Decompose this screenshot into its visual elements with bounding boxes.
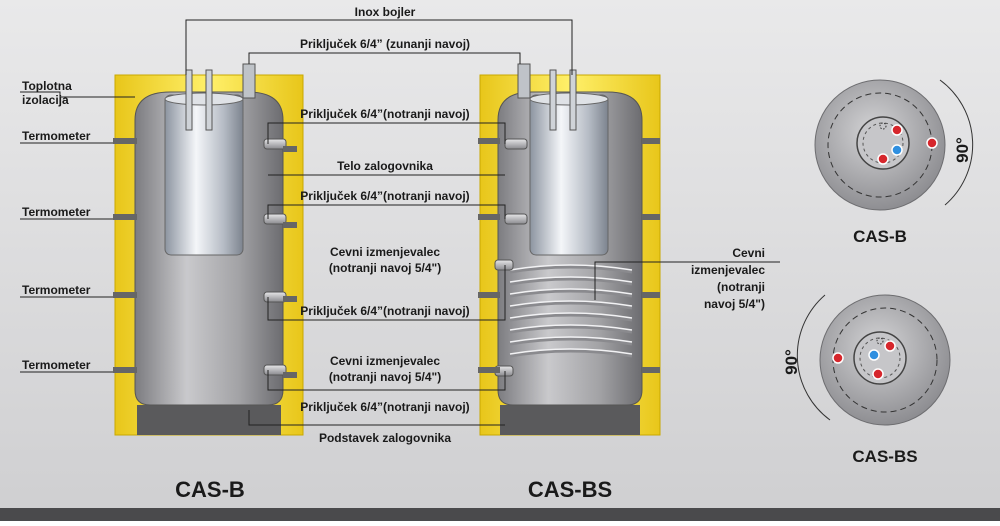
thermo-stub-left-3: [113, 292, 137, 298]
angle-arc-1: [939, 79, 974, 206]
red-connector-icon: [877, 153, 889, 165]
red-connector-icon: [891, 124, 903, 136]
angle-label-1: 90°: [953, 137, 972, 163]
pipe-left-2: [205, 69, 213, 131]
label-izolacija: izolacija: [22, 93, 69, 107]
label-right-izm: izmenjevalec: [691, 263, 765, 277]
outer-stub-right-4: [478, 367, 500, 373]
inox-top-right: [529, 92, 609, 106]
inox-top-left: [164, 92, 244, 106]
label-notranji-54-2: (notranji navoj 5/4"): [329, 370, 441, 384]
label-cevni-izm-2: Cevni izmenjevalec: [330, 354, 440, 368]
inox-boiler-right: [529, 94, 609, 256]
small-port-icon-2: [876, 337, 884, 345]
leader-lines: [20, 19, 780, 426]
coil-highlights: [509, 264, 633, 355]
pipe-left-1: [185, 69, 193, 131]
blue-connector-icon: [868, 349, 880, 361]
shadow-strip: [0, 508, 1000, 521]
blue-connector-icon: [891, 144, 903, 156]
pipe-right-2: [569, 69, 577, 131]
thermo-stub-right-4: [642, 367, 660, 373]
model-label-cas-b: CAS-B: [175, 477, 245, 502]
tank-cas-bs: [478, 63, 661, 436]
label-right-cevni: Cevni: [732, 246, 765, 260]
label-inox-bojler: Inox bojler: [355, 5, 416, 19]
label-telo: Telo zalogovnika: [337, 159, 433, 173]
label-prikljucek-notranji-3: Priključek 6/4”(notranji navoj): [300, 304, 469, 318]
model-label-cas-bs: CAS-BS: [528, 477, 612, 502]
label-cevni-izm-1: Cevni izmenjevalec: [330, 245, 440, 259]
label-termometer-1: Termometer: [22, 129, 91, 143]
stub-right-2: [504, 213, 528, 225]
inox-boiler-left: [164, 94, 244, 256]
label-prikljucek-notranji-2: Priključek 6/4”(notranji navoj): [300, 189, 469, 203]
label-podstavek: Podstavek zalogovnika: [319, 431, 451, 445]
top-view-cas-bs: 90° CAS-BS: [782, 294, 951, 466]
outer-stub-right-1: [478, 138, 500, 144]
top-view-cas-b: 90° CAS-B: [814, 79, 974, 246]
angle-label-2: 90°: [782, 349, 801, 375]
outer-stub-right-3: [478, 292, 500, 298]
top-view-label-cas-b: CAS-B: [853, 227, 907, 246]
stub-left-1: [263, 138, 287, 150]
red-connector-icon: [926, 137, 938, 149]
label-right-notranji: (notranji: [717, 280, 765, 294]
outer-stub-left-3: [283, 296, 297, 302]
red-connector-icon: [832, 352, 844, 364]
stub-left-4: [263, 364, 287, 376]
top-connector-left: [242, 63, 256, 99]
label-prikljucek-notranji-1: Priključek 6/4”(notranji navoj): [300, 107, 469, 121]
outer-stub-left-2: [283, 222, 297, 228]
tank-cas-b: [113, 63, 304, 436]
label-notranji-54-1: (notranji navoj 5/4"): [329, 261, 441, 275]
angle-arc-2: [796, 294, 831, 421]
coil-stub-top: [494, 259, 514, 271]
red-connector-icon: [872, 368, 884, 380]
thermo-stub-right-2: [642, 214, 660, 220]
thermo-stub-left-4: [113, 367, 137, 373]
thermo-stub-right-3: [642, 292, 660, 298]
heat-exchanger-coil: [509, 265, 633, 358]
label-right-navoj: navoj 5/4"): [704, 297, 765, 311]
label-prikljucek-zunanji: Priključek 6/4” (zunanji navoj): [300, 37, 470, 51]
top-connector-right: [517, 63, 531, 99]
label-toplotna: Toplotna: [22, 79, 72, 93]
thermo-stub-right-1: [642, 138, 660, 144]
label-termometer-4: Termometer: [22, 358, 91, 372]
outer-stub-right-2: [478, 214, 500, 220]
label-termometer-2: Termometer: [22, 205, 91, 219]
stub-left-2: [263, 213, 287, 225]
stub-left-3: [263, 291, 287, 303]
top-view-label-cas-bs: CAS-BS: [852, 447, 917, 466]
base-right: [500, 405, 640, 435]
base-left: [137, 405, 281, 435]
label-termometer-3: Termometer: [22, 283, 91, 297]
red-connector-icon: [884, 340, 896, 352]
small-port-icon-1: [879, 122, 887, 130]
label-prikljucek-notranji-4: Priključek 6/4”(notranji navoj): [300, 400, 469, 414]
stub-right-1: [504, 138, 528, 150]
outer-stub-left-1: [283, 146, 297, 152]
outer-stub-left-4: [283, 372, 297, 378]
pipe-right-1: [549, 69, 557, 131]
thermo-stub-left-1: [113, 138, 137, 144]
thermo-stub-left-2: [113, 214, 137, 220]
